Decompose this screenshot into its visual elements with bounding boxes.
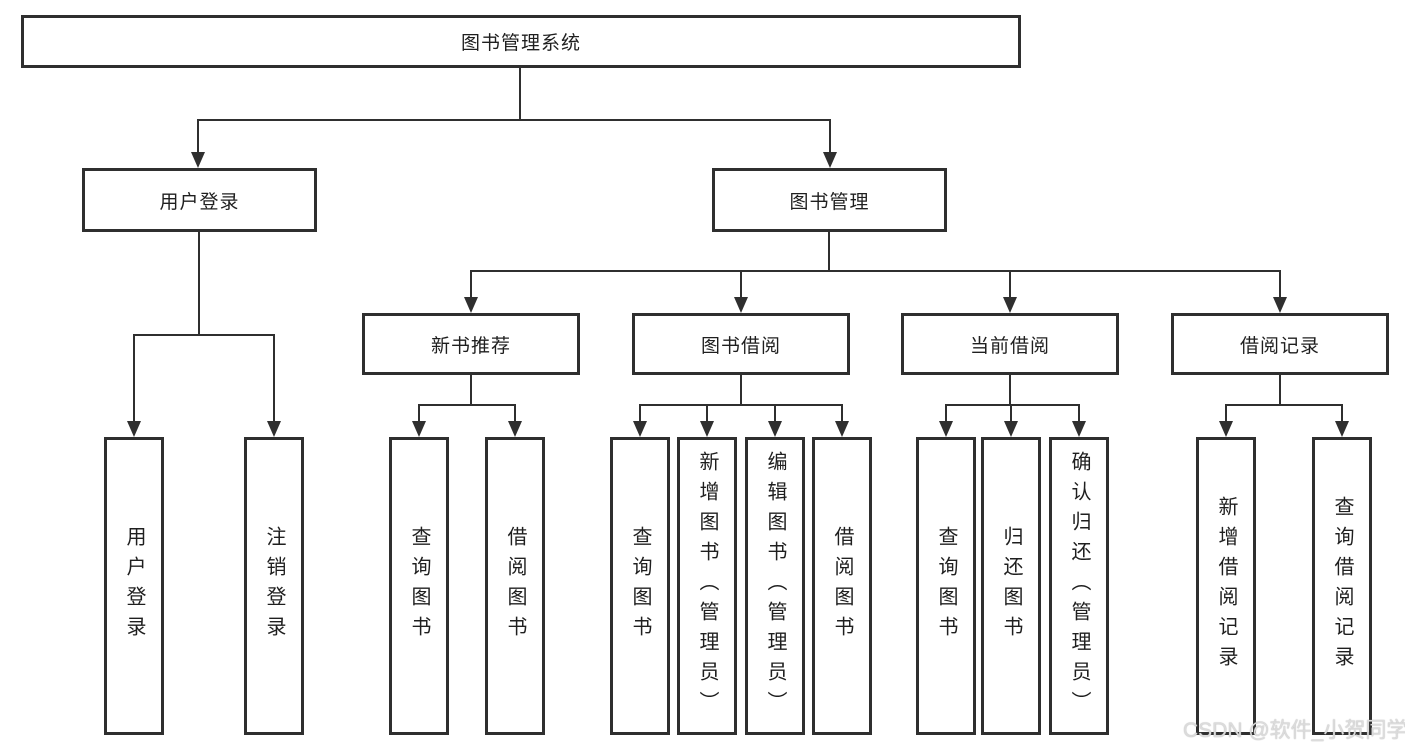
- edge-to-leaf-return-book: [1010, 404, 1012, 422]
- edge-root-stem: [519, 68, 521, 121]
- edge-current-borrowing-stem: [1009, 375, 1011, 406]
- edge-user-login-stem: [198, 232, 200, 336]
- leaf-query-books-recommend: 查询图书: [389, 437, 449, 735]
- node-user-login-label: 用户登录: [159, 191, 240, 213]
- leaf-query-books-current-label: 查询图书: [935, 526, 957, 646]
- node-new-book-recommend-label: 新书推荐: [430, 335, 511, 357]
- arrowhead-new-book-recommend: [464, 297, 478, 313]
- leaf-return-book-label: 归还图书: [1000, 526, 1022, 646]
- edge-book-borrowing-rail: [639, 404, 843, 406]
- node-library-management-system: 图书管理系统: [21, 15, 1021, 68]
- csdn-watermark: CSDN @软件_小贺同学: [1183, 719, 1405, 742]
- leaf-add-book-admin-label: 新增图书（管理员）: [696, 451, 718, 721]
- node-borrowing-records-label: 借阅记录: [1239, 335, 1320, 357]
- edge-to-leaf-query-borrowing: [639, 404, 641, 422]
- leaf-user-login-label: 用户登录: [123, 526, 145, 646]
- leaf-query-books-recommend-label: 查询图书: [408, 526, 430, 646]
- edge-to-leaf-user-login: [133, 334, 135, 422]
- leaf-query-books-borrowing: 查询图书: [610, 437, 670, 735]
- arrowhead-leaf-return-book: [1004, 421, 1018, 437]
- arrowhead-leaf-query-current: [939, 421, 953, 437]
- node-user-login: 用户登录: [82, 168, 317, 232]
- arrowhead-book-borrowing: [734, 297, 748, 313]
- arrowhead-leaf-query-record: [1335, 421, 1349, 437]
- leaf-add-book-admin: 新增图书（管理员）: [677, 437, 737, 735]
- arrowhead-leaf-query-recommend: [412, 421, 426, 437]
- leaf-logout: 注销登录: [244, 437, 304, 735]
- edge-to-book-management: [829, 119, 831, 153]
- edge-to-book-borrowing: [740, 270, 742, 298]
- edge-user-login-rail: [133, 334, 275, 336]
- arrowhead-leaf-add-record: [1219, 421, 1233, 437]
- node-book-management-label: 图书管理: [789, 191, 870, 213]
- edge-to-leaf-borrow-borrowing: [841, 404, 843, 422]
- edge-to-leaf-borrow-recommend: [514, 404, 516, 422]
- edge-current-borrowing-rail: [945, 404, 1080, 406]
- leaf-confirm-return-admin: 确认归还（管理员）: [1049, 437, 1109, 735]
- edge-book-borrowing-stem: [740, 375, 742, 406]
- leaf-borrow-books-borrowing-label: 借阅图书: [831, 526, 853, 646]
- arrowhead-leaf-confirm-return: [1072, 421, 1086, 437]
- arrowhead-leaf-borrow-recommend: [508, 421, 522, 437]
- leaf-logout-label: 注销登录: [263, 526, 285, 646]
- arrowhead-leaf-logout: [267, 421, 281, 437]
- node-book-management: 图书管理: [712, 168, 947, 232]
- leaf-confirm-return-admin-label: 确认归还（管理员）: [1068, 451, 1090, 721]
- leaf-query-borrow-record-label: 查询借阅记录: [1331, 496, 1353, 676]
- node-library-management-system-label: 图书管理系统: [460, 33, 581, 54]
- node-current-borrowing-label: 当前借阅: [969, 335, 1050, 357]
- leaf-user-login: 用户登录: [104, 437, 164, 735]
- arrowhead-book-management: [823, 152, 837, 168]
- edge-to-current-borrowing: [1009, 270, 1011, 298]
- node-new-book-recommend: 新书推荐: [362, 313, 580, 375]
- edge-to-leaf-logout: [273, 334, 275, 422]
- edge-to-leaf-add-book: [706, 404, 708, 422]
- edge-to-leaf-edit-book: [774, 404, 776, 422]
- edge-new-book-recommend-stem: [470, 375, 472, 406]
- edge-to-leaf-confirm-return: [1078, 404, 1080, 422]
- leaf-return-book: 归还图书: [981, 437, 1041, 735]
- edge-book-management-rail: [470, 270, 1281, 272]
- leaf-query-borrow-record: 查询借阅记录: [1312, 437, 1372, 735]
- leaf-borrow-books-recommend-label: 借阅图书: [504, 526, 526, 646]
- arrowhead-user-login: [191, 152, 205, 168]
- edge-to-leaf-add-record: [1225, 404, 1227, 422]
- edge-borrowing-records-rail: [1225, 404, 1343, 406]
- arrowhead-leaf-query-borrowing: [633, 421, 647, 437]
- edge-to-leaf-query-current: [945, 404, 947, 422]
- leaf-borrow-books-borrowing: 借阅图书: [812, 437, 872, 735]
- edge-to-user-login: [197, 119, 199, 153]
- leaf-edit-book-admin: 编辑图书（管理员）: [745, 437, 805, 735]
- leaf-borrow-books-recommend: 借阅图书: [485, 437, 545, 735]
- leaf-query-books-borrowing-label: 查询图书: [629, 526, 651, 646]
- arrowhead-leaf-borrow-borrowing: [835, 421, 849, 437]
- node-borrowing-records: 借阅记录: [1171, 313, 1389, 375]
- edge-to-new-book-recommend: [470, 270, 472, 298]
- edge-book-management-stem: [828, 232, 830, 272]
- arrowhead-leaf-edit-book: [768, 421, 782, 437]
- leaf-edit-book-admin-label: 编辑图书（管理员）: [764, 451, 786, 721]
- node-book-borrowing: 图书借阅: [632, 313, 850, 375]
- edge-new-book-recommend-rail: [418, 404, 516, 406]
- leaf-query-books-current: 查询图书: [916, 437, 976, 735]
- arrowhead-leaf-add-book: [700, 421, 714, 437]
- leaf-add-borrow-record: 新增借阅记录: [1196, 437, 1256, 735]
- edge-borrowing-records-stem: [1279, 375, 1281, 406]
- leaf-add-borrow-record-label: 新增借阅记录: [1215, 496, 1237, 676]
- edge-to-borrowing-records: [1279, 270, 1281, 298]
- node-current-borrowing: 当前借阅: [901, 313, 1119, 375]
- arrowhead-current-borrowing: [1003, 297, 1017, 313]
- edge-to-leaf-query-recommend: [418, 404, 420, 422]
- edge-to-leaf-query-record: [1341, 404, 1343, 422]
- arrowhead-borrowing-records: [1273, 297, 1287, 313]
- arrowhead-leaf-user-login: [127, 421, 141, 437]
- node-book-borrowing-label: 图书借阅: [700, 335, 781, 357]
- edge-root-rail: [197, 119, 831, 121]
